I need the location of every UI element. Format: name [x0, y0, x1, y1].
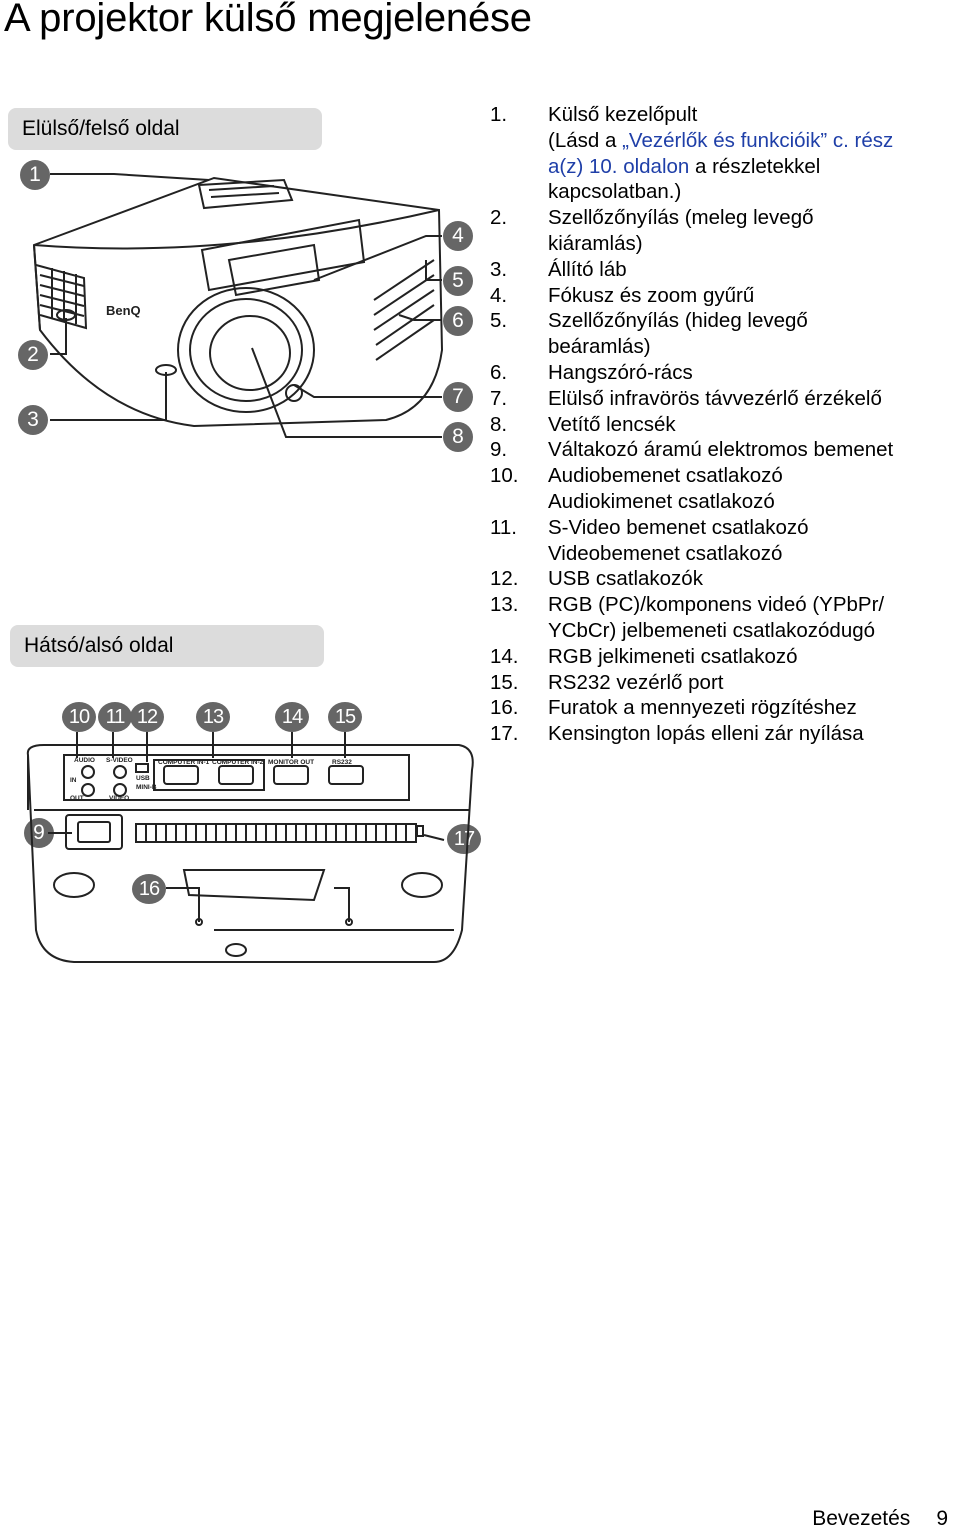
callout-2: 2 — [18, 340, 48, 370]
front-top-view-heading: Elülső/felső oldal — [8, 108, 322, 150]
callout-6: 6 — [443, 306, 473, 336]
svg-text:COMPUTER IN-1: COMPUTER IN-1 — [158, 759, 210, 766]
projector-front-illustration: BenQ — [32, 173, 444, 438]
svg-text:USB: USB — [136, 775, 150, 782]
svg-text:RS232: RS232 — [332, 759, 352, 766]
callout-10: 10 — [62, 702, 96, 732]
list-item: 13.RGB (PC)/komponens videó (YPbPr/YCbCr… — [490, 593, 885, 642]
callout-4: 4 — [443, 221, 473, 251]
svg-text:VIDEO: VIDEO — [109, 795, 129, 802]
svg-text:IN: IN — [70, 777, 77, 784]
list-item: 9.Váltakozó áramú elektromos bemenet — [490, 438, 894, 462]
callout-3: 3 — [18, 405, 48, 435]
callout-11: 11 — [98, 702, 132, 732]
list-item: 1. Külső kezelőpult (Lásd a „Vezérlők és… — [490, 103, 894, 204]
svg-text:AUDIO: AUDIO — [74, 757, 95, 764]
list-item: 12.USB csatlakozók — [490, 567, 703, 591]
callout-14: 14 — [275, 702, 309, 732]
rear-bottom-view-heading: Hátsó/alsó oldal — [10, 625, 324, 667]
callout-1: 1 — [20, 160, 50, 190]
list-item: 3.Állító láb — [490, 257, 627, 281]
page-reference-link[interactable]: a(z) 10. oldalon — [548, 154, 690, 178]
svg-text:MINI-B: MINI-B — [136, 784, 157, 791]
callout-12: 12 — [130, 702, 164, 732]
list-item: 7.Elülső infravörös távvezérlő érzékelő — [490, 386, 882, 410]
list-item: 4.Fókusz és zoom gyűrű — [490, 283, 755, 307]
list-item: 8.Vetítő lencsék — [490, 412, 676, 436]
callout-15: 15 — [328, 702, 362, 732]
page-title: A projektor külső megjelenése — [4, 0, 532, 40]
list-item: 6.Hangszóró-rács — [490, 360, 693, 384]
callout-17: 17 — [447, 824, 481, 854]
svg-text:S-VIDEO: S-VIDEO — [106, 757, 133, 764]
callout-5: 5 — [443, 266, 473, 296]
svg-text:COMPUTER IN-2: COMPUTER IN-2 — [212, 759, 264, 766]
callout-16: 16 — [132, 874, 166, 904]
feature-list: 1. Külső kezelőpult (Lásd a „Vezérlők és… — [490, 102, 950, 747]
cross-reference-link[interactable]: „Vezérlők és funkcióik” c. rész — [622, 128, 894, 152]
callout-13: 13 — [196, 702, 230, 732]
brand-logo: BenQ — [106, 303, 141, 318]
callout-8: 8 — [443, 422, 473, 452]
list-item: 17.Kensington lopás elleni zár nyílása — [490, 722, 864, 746]
callout-7: 7 — [443, 382, 473, 412]
footer-section-name: Bevezetés — [812, 1507, 911, 1530]
page-number: 9 — [936, 1507, 948, 1530]
list-item: 14.RGB jelkimeneti csatlakozó — [490, 644, 798, 668]
svg-text:OUT: OUT — [70, 795, 84, 802]
list-item: 16.Furatok a mennyezeti rögzítéshez — [490, 696, 857, 720]
svg-text:MONITOR OUT: MONITOR OUT — [268, 759, 314, 766]
list-item: 15.RS232 vezérlő port — [490, 670, 724, 694]
projector-rear-illustration: AUDIO S-VIDEO IN OUT VIDEO USB MINI-B CO… — [26, 732, 474, 963]
page-footer: Bevezetés 9 — [812, 1507, 948, 1531]
